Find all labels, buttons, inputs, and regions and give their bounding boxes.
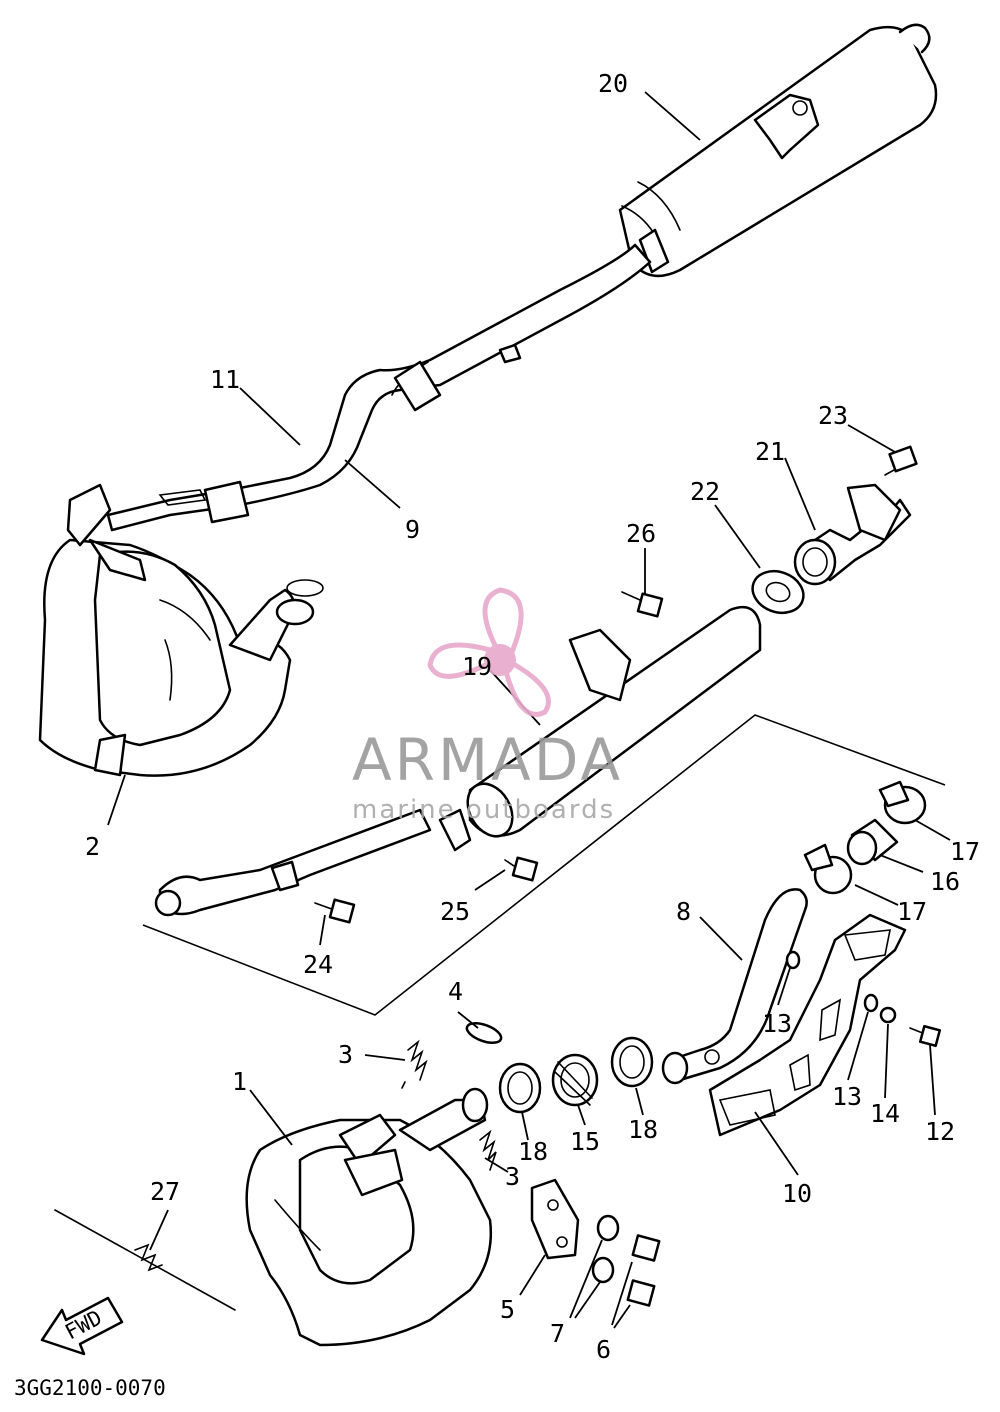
callout-13b[interactable]: 13 — [832, 1082, 862, 1111]
leader-lines — [107, 91, 951, 1329]
gasket-22[interactable] — [747, 564, 810, 619]
callout-25[interactable]: 25 — [440, 897, 470, 926]
callout-5[interactable]: 5 — [500, 1295, 515, 1324]
propeller-icon — [427, 587, 551, 717]
clamp-17a[interactable] — [878, 780, 927, 825]
callout-21[interactable]: 21 — [755, 437, 785, 466]
callout-27[interactable]: 27 — [150, 1177, 180, 1206]
drawing-code: 3GG2100-0070 — [14, 1376, 166, 1400]
callout-20[interactable]: 20 — [598, 69, 628, 98]
callout-14[interactable]: 14 — [870, 1099, 900, 1128]
callout-11[interactable]: 11 — [210, 365, 240, 394]
callout-15[interactable]: 15 — [570, 1127, 600, 1156]
clamp-18b[interactable] — [610, 1036, 654, 1088]
callout-16[interactable]: 16 — [930, 867, 960, 896]
protector-10[interactable] — [708, 913, 907, 1137]
bolt-24[interactable] — [314, 898, 356, 924]
exhaust-chamber-1[interactable] — [245, 1087, 492, 1347]
bolt-23[interactable] — [884, 445, 918, 476]
bracket-5[interactable] — [530, 1178, 580, 1260]
brand-watermark: ARMADA marine outboards — [352, 587, 623, 825]
callout-24[interactable]: 24 — [303, 950, 333, 979]
callout-1[interactable]: 1 — [232, 1067, 247, 1096]
o-ring-4[interactable] — [464, 1019, 503, 1046]
callout-9[interactable]: 9 — [405, 515, 420, 544]
bolt-25[interactable] — [504, 856, 539, 882]
callout-10[interactable]: 10 — [782, 1179, 812, 1208]
callout-22[interactable]: 22 — [690, 477, 720, 506]
clamp-18a[interactable] — [498, 1062, 542, 1114]
callout-3b[interactable]: 3 — [505, 1162, 520, 1191]
bolt-12[interactable] — [909, 1024, 942, 1048]
callout-17a[interactable]: 17 — [950, 837, 980, 866]
bolt-6[interactable] — [626, 1234, 661, 1307]
callout-18a[interactable]: 18 — [518, 1137, 548, 1166]
callout-4[interactable]: 4 — [448, 977, 463, 1006]
callout-7[interactable]: 7 — [550, 1319, 565, 1348]
watermark-brand: ARMADA — [352, 726, 623, 794]
spring-3a[interactable] — [401, 1039, 428, 1089]
callout-18b[interactable]: 18 — [628, 1115, 658, 1144]
washer-13b[interactable] — [863, 993, 879, 1013]
callout-6[interactable]: 6 — [596, 1335, 611, 1364]
callout-numbers: 20 11 9 2 19 23 21 22 26 24 25 17 16 17 … — [85, 69, 980, 1364]
joint-15[interactable] — [551, 1053, 599, 1107]
exhaust-chamber-2[interactable] — [38, 483, 324, 777]
washer-13a[interactable] — [785, 950, 801, 970]
joint-16[interactable] — [846, 818, 899, 866]
spring-27[interactable] — [54, 1209, 236, 1311]
silencer-assembly-20[interactable] — [618, 23, 938, 278]
assembly-region-outline — [142, 714, 946, 1016]
washer-7[interactable] — [591, 1214, 620, 1284]
callout-19[interactable]: 19 — [462, 652, 492, 681]
clamp-17b[interactable] — [803, 843, 853, 895]
joint-pipe-21[interactable] — [793, 483, 912, 586]
callout-26[interactable]: 26 — [626, 519, 656, 548]
watermark-tagline: marine outboards — [352, 795, 615, 825]
muffler-19[interactable] — [154, 605, 762, 917]
nut-14[interactable] — [879, 1006, 897, 1024]
callout-12[interactable]: 12 — [925, 1117, 955, 1146]
callout-2[interactable]: 2 — [85, 832, 100, 861]
callout-8[interactable]: 8 — [676, 897, 691, 926]
exhaust-pipe-9-11[interactable] — [106, 243, 652, 532]
forward-direction-arrow: FWD — [40, 1296, 124, 1356]
callout-23[interactable]: 23 — [818, 401, 848, 430]
spring-3b[interactable] — [479, 1129, 497, 1171]
callout-17b[interactable]: 17 — [897, 897, 927, 926]
bolt-26[interactable] — [621, 591, 664, 618]
callout-13a[interactable]: 13 — [762, 1009, 792, 1038]
pipe-8[interactable] — [661, 888, 808, 1085]
callout-3a[interactable]: 3 — [338, 1040, 353, 1069]
